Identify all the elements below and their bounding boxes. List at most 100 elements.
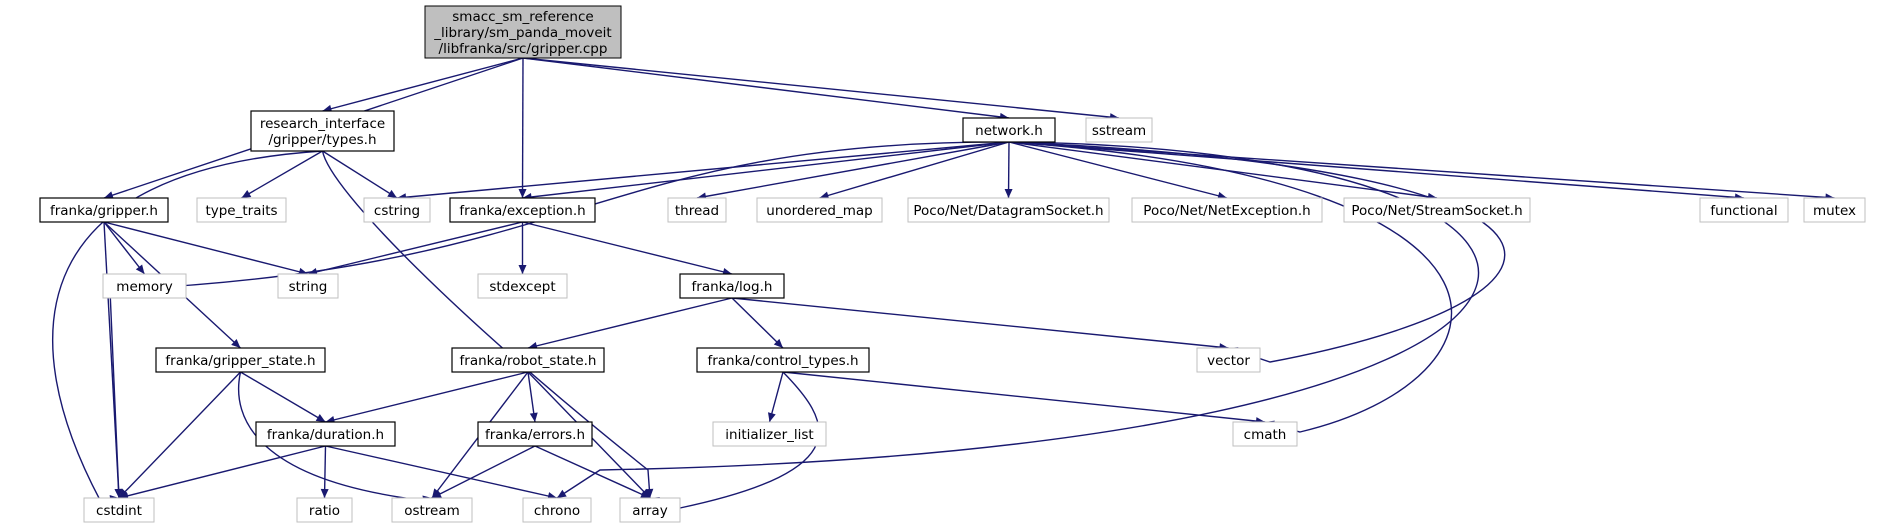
node-type-traits: type_traits bbox=[196, 197, 287, 223]
node-netexception: Poco/Net/NetException.h bbox=[1131, 197, 1323, 223]
arrowhead-gripper-h-to-gripper-state bbox=[231, 338, 241, 348]
node-label: type_traits bbox=[205, 203, 277, 219]
node-box bbox=[1699, 197, 1789, 223]
node-root[interactable]: smacc_sm_reference_library/sm_panda_move… bbox=[424, 5, 622, 59]
node-ratio: ratio bbox=[296, 497, 353, 523]
node-unordered-map: unordered_map bbox=[756, 197, 883, 223]
node-box bbox=[1803, 197, 1866, 223]
node-gripper-state[interactable]: franka/gripper_state.h bbox=[155, 347, 326, 373]
arrowhead-ri-types-to-cstring bbox=[387, 189, 397, 198]
node-label: chrono bbox=[534, 503, 580, 519]
node-chrono: chrono bbox=[522, 497, 592, 523]
node-thread: thread bbox=[667, 197, 727, 223]
node-label: franka/control_types.h bbox=[707, 353, 858, 369]
edge-network-to-cstring bbox=[396, 141, 1010, 199]
node-label: franka/exception.h bbox=[459, 203, 585, 219]
arrowhead-network-to-chrono bbox=[557, 489, 567, 498]
node-label: vector bbox=[1207, 353, 1250, 369]
edge-gripper-state-to-ostream bbox=[237, 371, 433, 501]
edge-gripper-h-to-string bbox=[103, 221, 309, 275]
node-label: sstream bbox=[1092, 123, 1146, 139]
edge-exception-to-string bbox=[307, 221, 523, 275]
edge-gripper-state-to-duration bbox=[240, 371, 326, 423]
node-array: array bbox=[619, 497, 681, 523]
node-box bbox=[391, 497, 473, 523]
node-ostream: ostream bbox=[391, 497, 473, 523]
node-errors[interactable]: franka/errors.h bbox=[477, 421, 593, 447]
arrowhead-network-to-unordered-map bbox=[819, 191, 830, 200]
node-stdexcept: stdexcept bbox=[477, 273, 568, 299]
node-label: functional bbox=[1710, 203, 1777, 219]
edge-network-to-exception bbox=[522, 141, 1010, 199]
node-box bbox=[1131, 197, 1323, 223]
node-log[interactable]: franka/log.h bbox=[679, 273, 785, 299]
node-box bbox=[679, 273, 785, 299]
arrowhead-robot-state-to-errors bbox=[529, 412, 538, 422]
node-cstdint: cstdint bbox=[83, 497, 155, 523]
node-ri-types[interactable]: research_interface/gripper/types.h bbox=[250, 110, 395, 152]
node-box bbox=[1343, 197, 1531, 223]
arrowhead-network-to-datagram bbox=[1004, 188, 1013, 198]
arrowhead-root-to-gripper-h bbox=[104, 191, 114, 199]
edge-network-to-thread bbox=[696, 141, 1010, 199]
node-sstream: sstream bbox=[1085, 117, 1153, 143]
edge-network-to-vector bbox=[1008, 141, 1506, 363]
node-box bbox=[155, 347, 326, 373]
node-label: franka/gripper_state.h bbox=[165, 353, 315, 369]
node-label: ratio bbox=[309, 503, 340, 519]
node-label: franka/log.h bbox=[692, 279, 773, 295]
node-label: unordered_map bbox=[766, 203, 872, 219]
node-label: research_interface bbox=[260, 116, 385, 132]
edge-network-to-chrono bbox=[556, 141, 1480, 499]
node-box bbox=[102, 273, 187, 299]
node-box bbox=[255, 421, 396, 447]
arrowhead-gripper-h-to-memory bbox=[135, 264, 145, 274]
node-label: smacc_sm_reference bbox=[452, 9, 593, 25]
node-string: string bbox=[277, 273, 339, 299]
arrowhead-log-to-control-types bbox=[773, 338, 783, 348]
edge-network-to-functional bbox=[1008, 141, 1745, 199]
node-label: string bbox=[289, 279, 328, 295]
edge-errors-to-array bbox=[534, 445, 651, 499]
arrowhead-gripper-h-to-cstdint bbox=[114, 488, 123, 498]
edge-root-to-network bbox=[522, 57, 1010, 119]
node-vector: vector bbox=[1196, 347, 1261, 373]
dependency-edges bbox=[52, 57, 1835, 509]
edge-control-types-to-cmath bbox=[782, 371, 1266, 423]
edge-control-types-to-array bbox=[649, 371, 820, 509]
node-gripper-h[interactable]: franka/gripper.h bbox=[39, 197, 169, 223]
edge-gripper-h-to-memory bbox=[103, 221, 146, 275]
node-network[interactable]: network.h bbox=[962, 117, 1056, 143]
node-box bbox=[1085, 117, 1153, 143]
edge-ri-types-to-cstring bbox=[322, 150, 398, 199]
edge-root-to-ri-types bbox=[322, 57, 524, 112]
node-robot-state[interactable]: franka/robot_state.h bbox=[451, 347, 605, 373]
node-label: cmath bbox=[1244, 427, 1287, 443]
node-box bbox=[962, 117, 1056, 143]
arrowhead-control-types-to-initializer-list bbox=[767, 412, 776, 422]
node-box bbox=[424, 5, 622, 59]
edge-exception-to-log bbox=[522, 221, 733, 275]
node-box bbox=[477, 421, 593, 447]
node-exception[interactable]: franka/exception.h bbox=[449, 197, 596, 223]
node-label: _library/sm_panda_moveit bbox=[433, 25, 611, 41]
edge-gripper-h-to-cstdint bbox=[103, 221, 120, 499]
edge-duration-to-cstdint bbox=[118, 445, 326, 499]
node-label: franka/errors.h bbox=[485, 427, 585, 443]
node-duration[interactable]: franka/duration.h bbox=[255, 421, 396, 447]
arrowhead-gripper-state-to-cstdint bbox=[119, 488, 129, 498]
node-label: cstdint bbox=[96, 503, 142, 519]
node-box bbox=[712, 421, 827, 447]
node-control-types[interactable]: franka/control_types.h bbox=[696, 347, 870, 373]
node-datagram: Poco/Net/DatagramSocket.h bbox=[907, 197, 1110, 223]
edge-ri-types-to-type-traits bbox=[241, 150, 323, 199]
node-box bbox=[451, 347, 605, 373]
node-box bbox=[196, 197, 287, 223]
node-label: mutex bbox=[1813, 203, 1856, 219]
edge-root-to-exception bbox=[521, 57, 524, 199]
node-box bbox=[477, 273, 568, 299]
edge-ri-types-to-cstdint bbox=[52, 150, 323, 501]
node-label: network.h bbox=[975, 123, 1043, 139]
node-box bbox=[522, 497, 592, 523]
node-box bbox=[83, 497, 155, 523]
